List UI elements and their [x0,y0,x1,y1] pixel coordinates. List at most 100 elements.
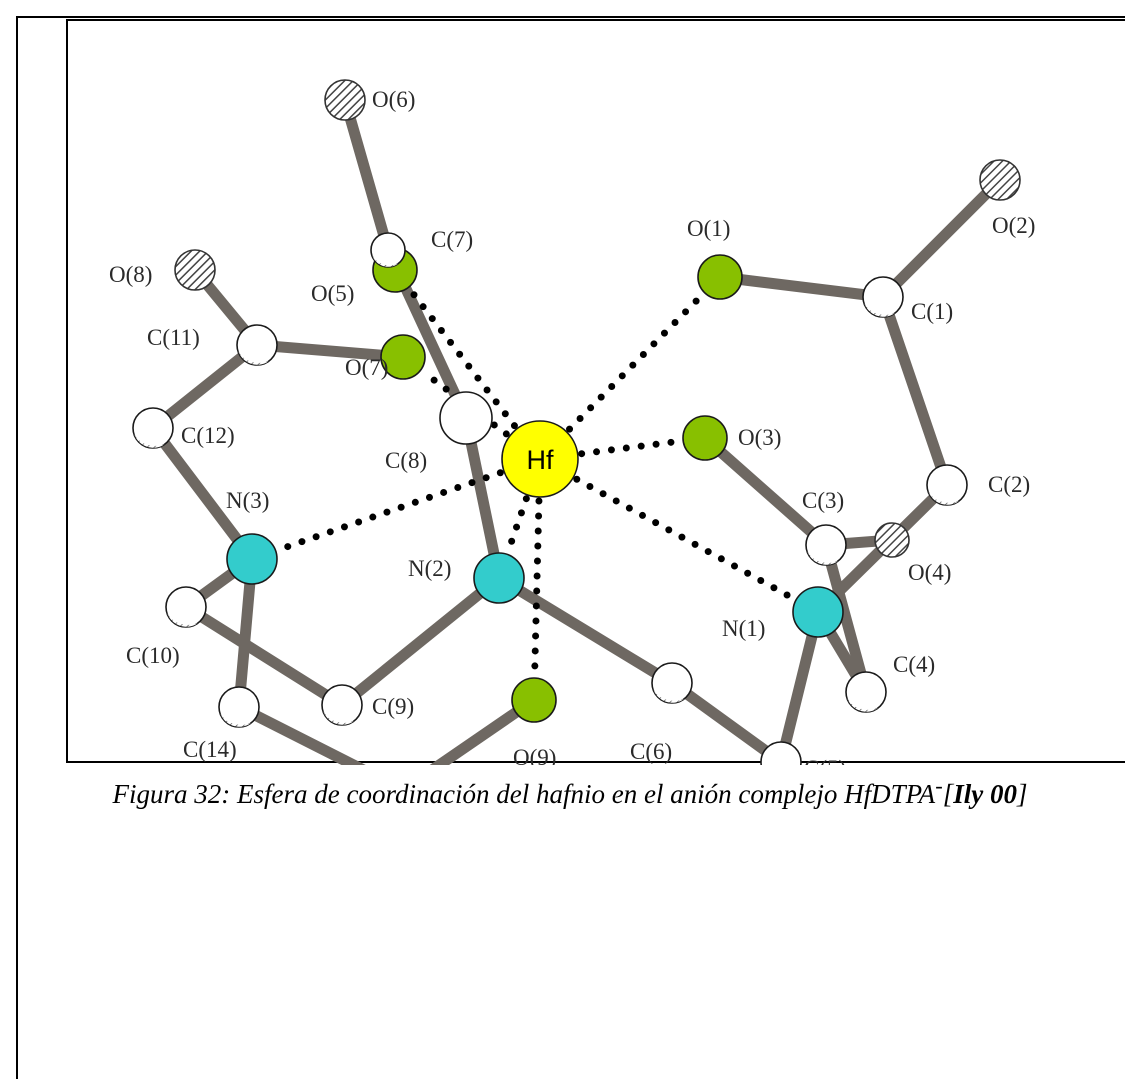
atom-label-o1: O(1) [687,216,730,241]
caption-ref-open: [ [942,779,954,809]
atom-label-o6: O(6) [372,87,415,112]
atom-label-c10: C(10) [126,643,180,668]
atom-c1 [862,276,904,318]
atom-shading-c4 [847,697,878,712]
atom-label-o7: O(7) [345,355,388,380]
caption-ref-close: ] [1016,779,1028,809]
coordination-bonds-layer [275,287,797,678]
atom-label-c9: C(9) [372,694,414,719]
coordination-bond-hf-o1 [566,291,706,433]
atom-c14 [218,686,260,728]
atom-shading-c3 [807,550,838,565]
bond-c6-c5 [666,677,787,765]
atom-label-c7: C(7) [431,227,473,252]
atom-o3 [682,415,728,461]
atom-n1 [792,586,844,638]
bond-c13-o9 [429,694,540,765]
atom-o1 [697,254,743,300]
atom-label-c1: C(1) [911,299,953,324]
coordination-bond-hf-n2 [504,495,530,555]
bond-c10-c9 [180,601,348,711]
atom-o7 [380,334,426,380]
atom-label-c4: C(4) [893,652,935,677]
molecule-diagram: HfO(1)O(2)O(3)O(4)O(5)O(6)O(7)O(8)O(9)O(… [109,79,1035,765]
atom-label-n2: N(2) [408,556,451,581]
atom-label-c6: C(6) [630,739,672,764]
bond-c3-o3 [699,432,832,551]
atom-o9 [511,677,557,723]
bond-c9-n2 [336,572,505,711]
atom-o2 [979,159,1021,201]
atom-shading-c2 [928,490,959,505]
atom-c10 [165,586,207,628]
coordination-bond-hf-n3 [275,469,504,553]
atom-c9 [321,684,363,726]
caption-reference: Ily 00 [953,779,1017,809]
bonds-layer [147,94,1006,765]
atom-label-c12: C(12) [181,423,235,448]
atom-n2 [473,552,525,604]
bond-c11-c12 [147,339,263,434]
atom-c7 [370,232,406,268]
atom-c6 [651,662,693,704]
atom-shading-c1 [864,302,895,317]
atom-n3 [226,533,278,585]
bond-c12-n3 [147,422,258,565]
atom-shading-c14 [220,712,251,727]
atom-shading-c12 [134,433,165,448]
atom-c4 [845,671,887,713]
atom-shading-c7 [371,254,399,267]
atom-label-c14: C(14) [183,737,237,762]
atom-label-c2: C(2) [988,472,1030,497]
coordination-bond-hf-o9 [531,497,543,678]
atom-shading-c10 [167,612,198,627]
atom-o4 [874,522,910,558]
bond-o6-c7 [339,94,394,256]
bond-c14-c13 [233,701,366,765]
atom-label-n3: N(3) [226,488,269,513]
labels-layer: HfO(1)O(2)O(3)O(4)O(5)O(6)O(7)O(8)O(9)O(… [109,87,1035,765]
bond-c8-n2 [460,412,505,584]
atom-label-c8: C(8) [385,448,427,473]
atom-label-o8: O(8) [109,262,152,287]
coordination-bond-hf-n1 [573,475,797,602]
atoms-layer [132,79,1021,765]
atom-hf [501,420,579,498]
atom-c11 [236,324,278,366]
atom-label-o9: O(9) [513,745,556,765]
atom-label-hf: Hf [527,445,554,475]
atom-o8 [174,249,216,291]
atom-shading-c6 [653,688,684,703]
page-left-rule [16,16,18,1079]
figure-caption: Figura 32: Esfera de coordinación del ha… [20,768,1120,812]
atom-label-c3: C(3) [802,488,844,513]
atom-shading-c11 [238,350,269,365]
atom-c5 [760,741,802,765]
atom-o6 [324,79,366,121]
bond-c11-o7 [251,339,409,363]
caption-main: Figura 32: Esfera de coordinación del ha… [112,779,936,809]
page-top-rule [16,16,1125,18]
bond-n2-c6 [493,572,678,689]
atom-c12 [132,407,174,449]
atom-c3 [805,524,847,566]
figure-frame [66,19,1125,763]
atom-label-c5: C(5) [804,756,846,765]
atom-label-n1: N(1) [722,616,765,641]
atom-label-o2: O(2) [992,213,1035,238]
coordination-bond-hf-o3 [578,437,683,458]
atom-shading-c9 [323,710,354,725]
atom-label-c11: C(11) [147,325,200,350]
atom-label-o5: O(5) [311,281,354,306]
bond-c1-o2 [877,174,1006,303]
coordination-bond-hf-o7 [420,369,510,438]
atom-label-o3: O(3) [738,425,781,450]
bond-c4-c3 [820,539,872,698]
atom-c8 [439,391,493,445]
caption-superscript: - [935,773,943,798]
bond-c2-c1 [877,291,953,491]
bond-c1-o1 [714,271,889,303]
atom-label-o4: O(4) [908,560,951,585]
atom-c2 [926,464,968,506]
